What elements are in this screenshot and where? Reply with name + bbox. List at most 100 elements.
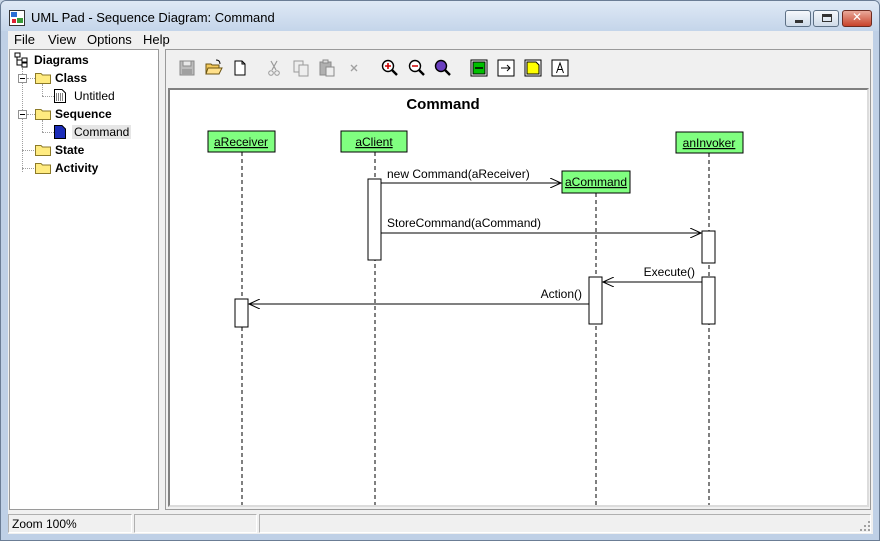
open-button[interactable] xyxy=(203,57,225,79)
save-button[interactable] xyxy=(176,57,198,79)
message-label: Action() xyxy=(541,287,582,301)
cut-button[interactable] xyxy=(263,57,285,79)
tree-item-untitled[interactable]: Untitled xyxy=(54,87,144,105)
activation-acommand[interactable] xyxy=(588,276,603,325)
diagram-title: Command xyxy=(406,96,479,113)
pane-splitter[interactable] xyxy=(160,49,165,510)
zoom-out-button[interactable] xyxy=(406,57,428,79)
message-store-command[interactable]: StoreCommand(aCommand) xyxy=(381,216,701,233)
object-aclient[interactable]: aClient xyxy=(340,130,408,153)
collapse-toggle[interactable] xyxy=(18,74,27,83)
message-execute[interactable]: Execute() xyxy=(603,265,702,282)
diagram-canvas[interactable]: Command aReceiver aClient xyxy=(168,88,869,507)
tree-connector xyxy=(42,120,43,132)
status-bar: Zoom 100% xyxy=(8,512,873,534)
diagram-tree[interactable]: Diagrams Class Untitled Sequence xyxy=(9,49,159,510)
title-bar[interactable]: UML Pad - Sequence Diagram: Command ✕ xyxy=(1,1,879,31)
object-label: aCommand xyxy=(565,175,627,189)
zoom-fit-button[interactable] xyxy=(432,57,454,79)
sequence-diagram[interactable]: Command aReceiver aClient xyxy=(170,90,867,505)
client-area: Diagrams Class Untitled Sequence xyxy=(8,49,873,534)
folder-icon xyxy=(35,73,51,84)
delete-button[interactable] xyxy=(343,57,365,79)
new-document-icon xyxy=(234,60,246,76)
tree-item-command[interactable]: Command xyxy=(54,123,134,141)
zoom-fit-icon xyxy=(434,59,451,76)
menu-help[interactable]: Help xyxy=(143,32,170,47)
tree-connector xyxy=(27,114,35,115)
toolbar xyxy=(166,50,870,86)
object-label: aClient xyxy=(355,135,393,149)
diagram-area: Command aReceiver aClient xyxy=(165,49,871,510)
activation-areceiver[interactable] xyxy=(234,298,249,328)
message-label: StoreCommand(aCommand) xyxy=(387,216,541,230)
tree-root-icon xyxy=(14,52,28,68)
app-icon xyxy=(9,10,25,26)
tree-label: Command xyxy=(72,125,132,139)
copy-icon xyxy=(293,60,309,77)
cut-icon xyxy=(268,60,280,76)
add-message-icon xyxy=(497,59,515,77)
message-action[interactable]: Action() xyxy=(249,287,589,304)
status-panel-3 xyxy=(259,514,871,533)
tree-connector xyxy=(42,96,54,97)
paste-button[interactable] xyxy=(316,57,338,79)
tree-label: Activity xyxy=(55,161,99,175)
tree-label: State xyxy=(55,143,85,157)
tree-label: Untitled xyxy=(74,89,115,103)
menu-view[interactable]: View xyxy=(48,32,76,47)
new-button[interactable] xyxy=(229,57,251,79)
add-note-button[interactable] xyxy=(522,57,544,79)
minimize-button[interactable] xyxy=(785,10,811,27)
tree-label: Class xyxy=(55,71,88,85)
add-message-button[interactable] xyxy=(495,57,517,79)
maximize-button[interactable] xyxy=(813,10,839,27)
object-areceiver[interactable]: aReceiver xyxy=(207,130,276,153)
message-label: Execute() xyxy=(644,265,695,279)
activation-aclient[interactable] xyxy=(367,178,382,261)
zoom-out-icon xyxy=(408,59,425,76)
zoom-in-icon xyxy=(381,59,398,76)
tree-item-class[interactable]: Class xyxy=(35,69,145,87)
folder-icon xyxy=(35,145,51,156)
object-label: anInvoker xyxy=(683,136,736,150)
activation-aninvoker-2[interactable] xyxy=(701,276,716,325)
tree-connector xyxy=(22,68,23,172)
folder-icon xyxy=(35,163,51,174)
copy-button[interactable] xyxy=(290,57,312,79)
minimize-icon xyxy=(795,20,803,23)
menu-options[interactable]: Options xyxy=(87,32,132,47)
add-text-icon xyxy=(551,59,569,77)
menu-bar: File View Options Help xyxy=(8,31,873,49)
add-note-icon xyxy=(524,59,542,77)
object-aninvoker[interactable]: anInvoker xyxy=(675,131,744,154)
collapse-toggle[interactable] xyxy=(18,110,27,119)
save-icon xyxy=(179,60,195,76)
object-label: aReceiver xyxy=(214,135,268,149)
add-object-button[interactable] xyxy=(468,57,490,79)
tree-item-state[interactable]: State xyxy=(35,141,145,159)
tree-item-diagrams[interactable]: Diagrams xyxy=(14,51,154,69)
tree-label: Diagrams xyxy=(34,53,89,67)
tree-item-activity[interactable]: Activity xyxy=(35,159,145,177)
add-object-icon xyxy=(470,59,488,77)
zoom-in-button[interactable] xyxy=(379,57,401,79)
tree-label: Sequence xyxy=(55,107,112,121)
object-acommand[interactable]: aCommand xyxy=(561,170,631,194)
message-new-command[interactable]: new Command(aReceiver) xyxy=(381,167,561,183)
resize-grip-icon[interactable] xyxy=(859,520,871,532)
tree-connector xyxy=(27,78,35,79)
window-title: UML Pad - Sequence Diagram: Command xyxy=(31,10,275,25)
close-button[interactable]: ✕ xyxy=(842,10,872,27)
tree-item-sequence[interactable]: Sequence xyxy=(35,105,145,123)
paste-icon xyxy=(319,59,335,77)
open-folder-icon xyxy=(205,59,223,75)
menu-file[interactable]: File xyxy=(14,32,35,47)
folder-icon xyxy=(35,109,51,120)
close-icon: ✕ xyxy=(851,10,863,24)
sequence-diagram-icon xyxy=(54,125,66,139)
add-text-button[interactable] xyxy=(549,57,571,79)
zoom-status: Zoom 100% xyxy=(8,514,132,533)
activation-aninvoker-1[interactable] xyxy=(701,230,716,264)
